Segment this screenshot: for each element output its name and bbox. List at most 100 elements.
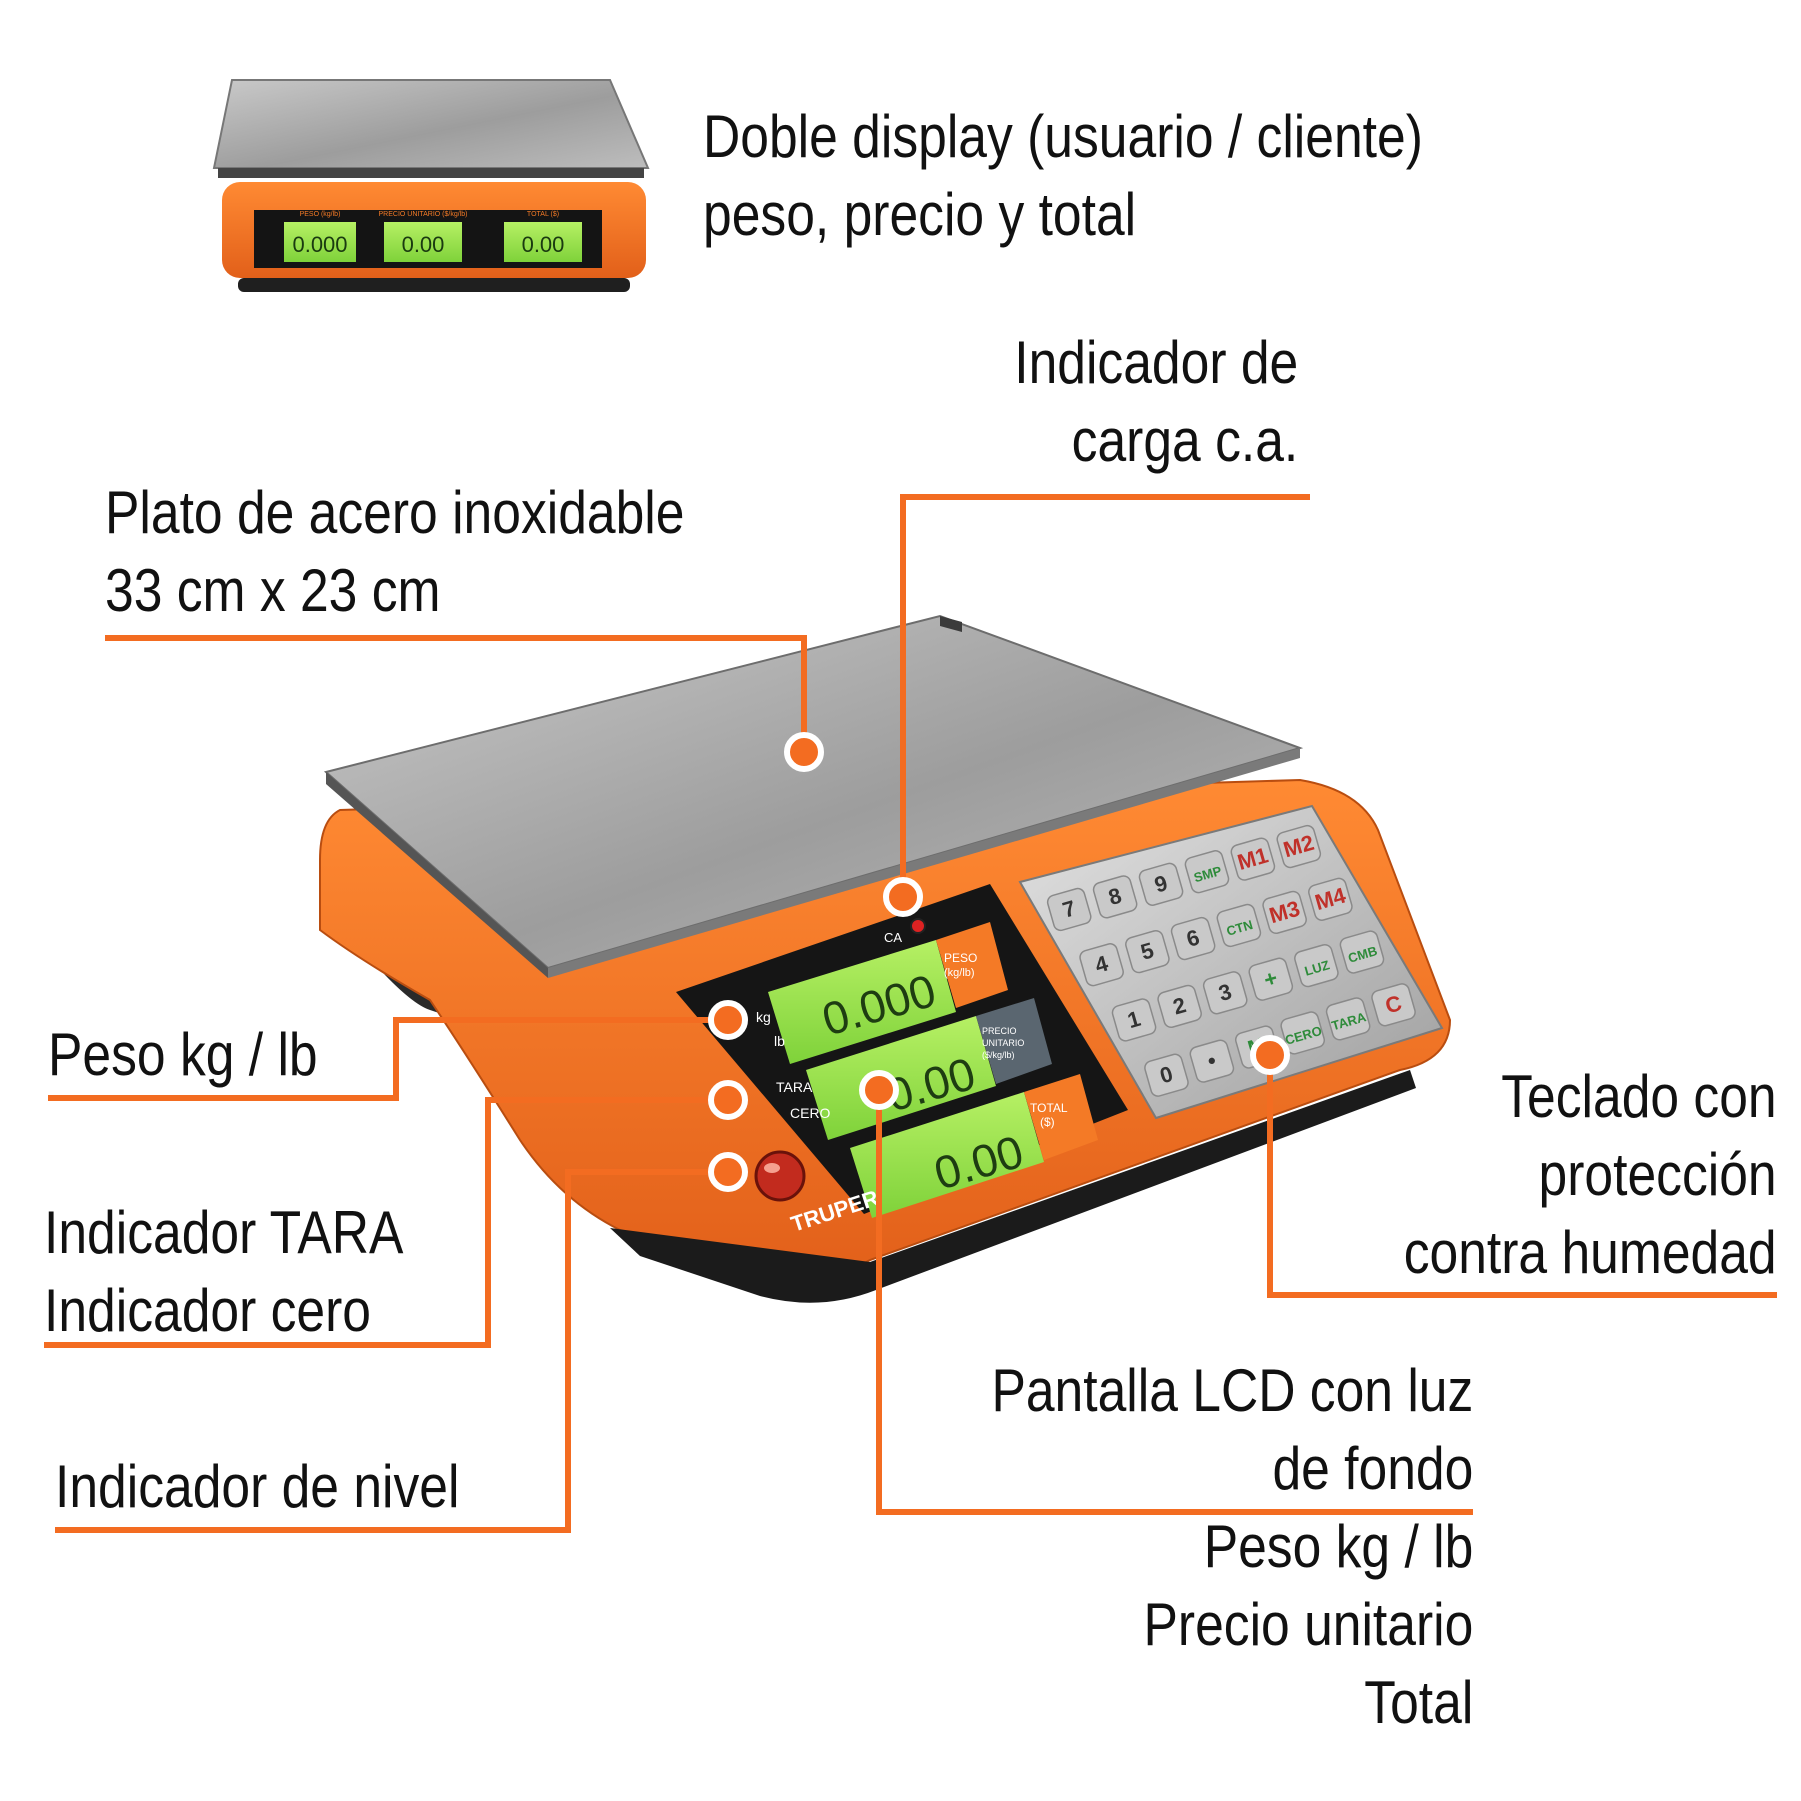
keypad-key-cap[interactable] <box>1325 996 1371 1041</box>
keypad-key-cap[interactable] <box>1138 862 1184 907</box>
keypad-key-cap[interactable] <box>1189 1039 1235 1084</box>
callout-plato: Plato de acero inoxidable 33 cm x 23 cm <box>105 474 684 630</box>
keypad-key[interactable]: 7 <box>1046 887 1092 932</box>
keypad-key-cap[interactable] <box>1046 887 1092 932</box>
keypad-key[interactable]: + <box>1248 957 1294 1002</box>
callout-line: Doble display (usuario / cliente) <box>703 103 1423 170</box>
keypad-key-cap[interactable] <box>1156 984 1202 1029</box>
keypad-key[interactable]: LUZ <box>1293 943 1339 988</box>
label-precio-unit: ($/kg/lb) <box>982 1050 1015 1060</box>
keypad-key[interactable]: TARA <box>1325 996 1371 1041</box>
keypad-key-cap[interactable] <box>1111 997 1157 1042</box>
label-tara: TARA <box>776 1079 813 1095</box>
callout-line: Indicador de <box>1013 329 1298 396</box>
label-cero: CERO <box>790 1105 831 1121</box>
small-scale-plate <box>212 79 650 169</box>
keypad-key-cap[interactable] <box>1230 837 1276 882</box>
keypad-key-cap[interactable] <box>1339 930 1385 975</box>
scale-plate-edge-front <box>548 748 1300 978</box>
ca-led <box>910 918 926 934</box>
keypad-key-cap[interactable] <box>1261 890 1307 935</box>
ca-label: CA <box>884 930 902 945</box>
callout-indicador-nivel: Indicador de nivel <box>55 1448 459 1526</box>
leader-plato <box>105 635 807 752</box>
keypad-key-cap[interactable] <box>1248 957 1294 1002</box>
callout-line: de fondo <box>1272 1435 1473 1502</box>
keypad-key-cap[interactable] <box>1124 929 1170 974</box>
keypad-key[interactable]: 2 <box>1156 984 1202 1029</box>
label-unitario: UNITARIO <box>982 1038 1024 1048</box>
lcd-precio-unitario <box>806 1016 996 1140</box>
keypad-key[interactable]: SMP <box>1184 849 1230 894</box>
label-peso-unit: (kg/lb) <box>944 967 975 979</box>
small-scale-header-total: TOTAL ($) <box>527 211 559 218</box>
dot-carga <box>883 877 923 917</box>
callout-indicador-tara-cero: Indicador TARA Indicador cero <box>44 1194 403 1350</box>
keypad-key[interactable]: 5 <box>1124 929 1170 974</box>
callout-line: contra humedad <box>1404 1219 1777 1286</box>
keypad-key-cap[interactable] <box>1202 970 1248 1015</box>
keypad-key-cap[interactable] <box>1078 942 1124 987</box>
keypad-key-cap[interactable] <box>1216 903 1262 948</box>
keypad-key[interactable]: CMB <box>1339 930 1385 975</box>
tab-peso <box>936 922 1008 1008</box>
keypad-key[interactable]: M2 <box>1276 824 1322 869</box>
keypad-key-cap[interactable] <box>1184 849 1230 894</box>
scale-plate-edge-left <box>326 772 548 978</box>
dot-tara-cero <box>708 1080 748 1120</box>
callout-line: Peso kg / lb <box>1203 1513 1473 1580</box>
callout-line: peso, precio y total <box>703 181 1137 248</box>
keypad-key[interactable]: C <box>1370 982 1416 1027</box>
keypad-key[interactable]: CTN <box>1216 903 1262 948</box>
label-precio: PRECIO <box>982 1026 1017 1036</box>
keypad-key[interactable]: 3 <box>1202 970 1248 1015</box>
keypad-key[interactable]: 0 <box>1143 1053 1189 1098</box>
keypad-key[interactable]: 6 <box>1170 916 1216 961</box>
level-bubble-highlight <box>764 1163 780 1173</box>
keypad-key-cap[interactable] <box>1143 1053 1189 1098</box>
keypad-key-cap[interactable] <box>1293 943 1339 988</box>
callout-line: Pantalla LCD con luz <box>991 1357 1473 1424</box>
keypad-key[interactable]: M3 <box>1261 890 1307 935</box>
small-scale-readout-peso: 0.000 <box>292 232 347 257</box>
label-lb: lb <box>774 1033 785 1049</box>
callout-pantalla-lcd: Pantalla LCD con luz de fondo Peso kg / … <box>991 1352 1473 1742</box>
main-scale-image: CA PESO (kg/lb) PRECIO UNITARIO ($/kg/lb… <box>319 614 1452 1303</box>
small-scale-lcd-precio <box>384 222 462 262</box>
level-bubble <box>754 1150 806 1202</box>
keypad-key[interactable]: 9 <box>1138 862 1184 907</box>
callout-line: Precio unitario <box>1143 1591 1473 1658</box>
lcd-total <box>850 1092 1044 1218</box>
callout-line: protección <box>1538 1141 1777 1208</box>
keypad-key-cap[interactable] <box>1170 916 1216 961</box>
keypad-key[interactable]: 4 <box>1078 942 1124 987</box>
leader-teclado <box>1267 1055 1777 1298</box>
tab-precio <box>976 998 1052 1084</box>
keypad-key-cap[interactable] <box>1307 877 1353 922</box>
leader-carga <box>900 494 1310 897</box>
callout-indicador-carga: Indicador de carga c.a. <box>1014 324 1298 480</box>
label-total: TOTAL <box>1030 1101 1068 1115</box>
keypad-key-cap[interactable] <box>1279 1010 1326 1055</box>
keypad-key[interactable]: • <box>1189 1039 1235 1084</box>
callout-line: 33 cm x 23 cm <box>105 557 441 624</box>
small-scale-header-peso: PESO (kg/lb) <box>300 211 341 218</box>
small-scale-plate-edge <box>218 168 644 178</box>
keypad-key[interactable]: M1 <box>1230 837 1276 882</box>
keypad-key[interactable]: M4 <box>1307 877 1353 922</box>
dot-nivel <box>708 1152 748 1192</box>
keypad-key[interactable]: 1 <box>1111 997 1157 1042</box>
callout-line: Peso kg / lb <box>48 1021 318 1088</box>
keypad-key-cap[interactable] <box>1276 824 1322 869</box>
small-scale-base <box>238 278 630 292</box>
lcd-peso <box>768 940 956 1064</box>
keypad-key[interactable]: CERO <box>1279 1010 1326 1055</box>
keypad-key-cap[interactable] <box>1370 982 1416 1027</box>
callout-line: Indicador de nivel <box>55 1453 460 1520</box>
keypad-key-cap[interactable] <box>1092 874 1138 919</box>
label-peso: PESO <box>944 951 977 965</box>
callout-line: carga c.a. <box>1071 407 1298 474</box>
keypad-key[interactable]: 8 <box>1092 874 1138 919</box>
